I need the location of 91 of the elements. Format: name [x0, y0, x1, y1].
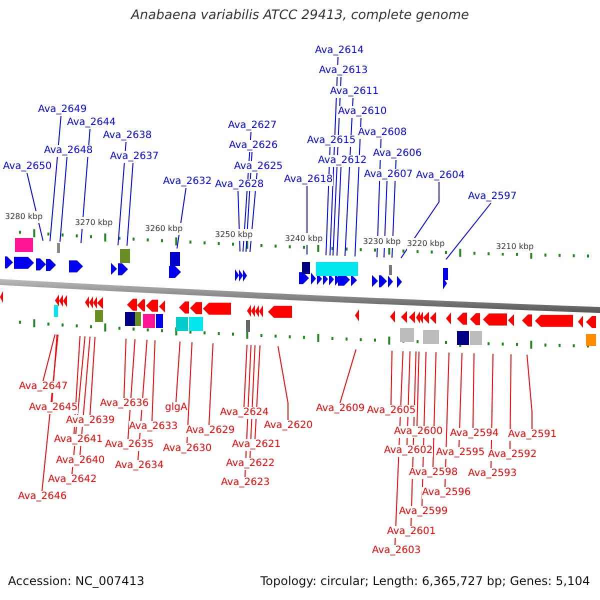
gene-label: Ava_2623 — [221, 477, 270, 489]
gene-label: Ava_2610 — [338, 106, 387, 118]
leader-line — [124, 338, 126, 398]
gene-label: Ava_2640 — [56, 455, 105, 467]
gene-label: Ava_2602 — [384, 445, 433, 457]
leader-line — [432, 352, 436, 468]
leader-line — [60, 156, 68, 242]
leader-line — [254, 344, 260, 440]
gene-label: Ava_2625 — [234, 161, 283, 173]
genome-summary-text: Topology: circular; Length: 6,365,727 bp; Genes: 5,104 — [260, 575, 590, 587]
leader-line — [340, 348, 356, 404]
gene-label: Ava_2608 — [358, 127, 407, 139]
gene-label: Ava_2609 — [316, 403, 365, 415]
leader-line — [118, 142, 126, 246]
leader-line — [186, 342, 192, 444]
gene-label: Ava_2603 — [372, 545, 421, 557]
gene-label: Ava_2646 — [18, 491, 67, 503]
leader-line — [510, 354, 512, 450]
leader-line — [42, 334, 56, 382]
gene-label: Ava_2630 — [163, 443, 212, 455]
gene-label: Ava_2593 — [468, 468, 517, 480]
gene-label: Ava_2591 — [508, 429, 557, 441]
scale-label: 3260 kbp — [145, 223, 183, 235]
gene-label: Ava_2622 — [226, 458, 275, 470]
gene-label: Ava_2639 — [66, 415, 115, 427]
gene-label: Ava_2644 — [67, 117, 116, 129]
gene-label: Ava_2597 — [468, 191, 517, 203]
gene-label: Ava_2611 — [330, 86, 379, 98]
accession-text: Accession: NC_007413 — [8, 575, 144, 587]
leader-line — [90, 336, 96, 416]
gene-label: Ava_2601 — [387, 526, 436, 538]
leader-line — [446, 202, 492, 260]
scale-label: 3270 kbp — [75, 217, 113, 229]
leader-line — [278, 346, 288, 420]
gene-label: Ava_2620 — [264, 420, 313, 432]
gene-label: Ava_2600 — [394, 426, 443, 438]
gene-label: Ava_2638 — [103, 130, 152, 142]
scale-label: 3240 kbp — [285, 233, 323, 245]
gene-label: Ava_2642 — [48, 474, 97, 486]
leader-line — [336, 166, 342, 256]
leader-line — [472, 352, 474, 428]
gene-label: Ava_2645 — [29, 402, 78, 414]
gene-label: Ava_2634 — [115, 460, 164, 472]
scale-label: 3210 kbp — [496, 241, 534, 253]
gene-label: Ava_2650 — [3, 161, 52, 173]
gene-label: Ava_2607 — [364, 169, 413, 181]
gene-label: Ava_2596 — [422, 487, 471, 499]
gene-label: Ava_2594 — [450, 428, 499, 440]
gene-label: Ava_2618 — [284, 174, 333, 186]
gene-label: glgA — [165, 402, 188, 414]
gene-label: Ava_2598 — [409, 467, 458, 479]
leader-line — [390, 350, 392, 406]
gene-label: Ava_2628 — [215, 179, 264, 191]
gene-label: Ava_2626 — [229, 140, 278, 152]
gene-label: Ava_2648 — [44, 145, 93, 157]
leader-line — [458, 352, 462, 448]
gene-label: Ava_2621 — [232, 439, 281, 451]
leader-line — [526, 354, 532, 430]
gene-label: Ava_2615 — [307, 135, 356, 147]
gene-label: Ava_2636 — [100, 398, 149, 410]
gene-label: Ava_2613 — [319, 65, 368, 77]
gene-label: Ava_2627 — [228, 120, 277, 132]
leader-line — [176, 341, 180, 402]
gene-label: Ava_2605 — [367, 405, 416, 417]
leader-line — [128, 338, 136, 440]
gene-label: Ava_2635 — [105, 439, 154, 451]
leader-line — [152, 340, 156, 422]
scale-label: 3220 kbp — [407, 238, 445, 250]
leader-line — [244, 344, 248, 408]
leader-line — [208, 342, 214, 426]
gene-label: Ava_2612 — [318, 155, 367, 167]
gene-label: Ava_2649 — [38, 104, 87, 116]
gene-label: Ava_2641 — [54, 434, 103, 446]
gene-label: Ava_2599 — [399, 506, 448, 518]
scale-label: 3250 kbp — [215, 229, 253, 241]
gene-label: Ava_2637 — [110, 151, 159, 163]
gene-label: Ava_2629 — [186, 425, 235, 437]
leader-line — [416, 351, 420, 426]
gene-label: Ava_2604 — [416, 170, 465, 182]
leader-line — [126, 162, 134, 246]
gene-label: Ava_2624 — [220, 407, 269, 419]
gene-label: Ava_2647 — [19, 381, 68, 393]
leader-line — [50, 116, 62, 242]
gene-label: Ava_2606 — [373, 148, 422, 160]
scale-label: 3230 kbp — [363, 236, 401, 248]
gene-label: Ava_2592 — [488, 449, 537, 461]
scale-label: 3280 kbp — [5, 211, 43, 223]
gene-label: Ava_2595 — [436, 447, 485, 459]
gene-label: Ava_2633 — [129, 421, 178, 433]
gene-label: Ava_2632 — [163, 176, 212, 188]
gene-label: Ava_2614 — [315, 45, 364, 57]
